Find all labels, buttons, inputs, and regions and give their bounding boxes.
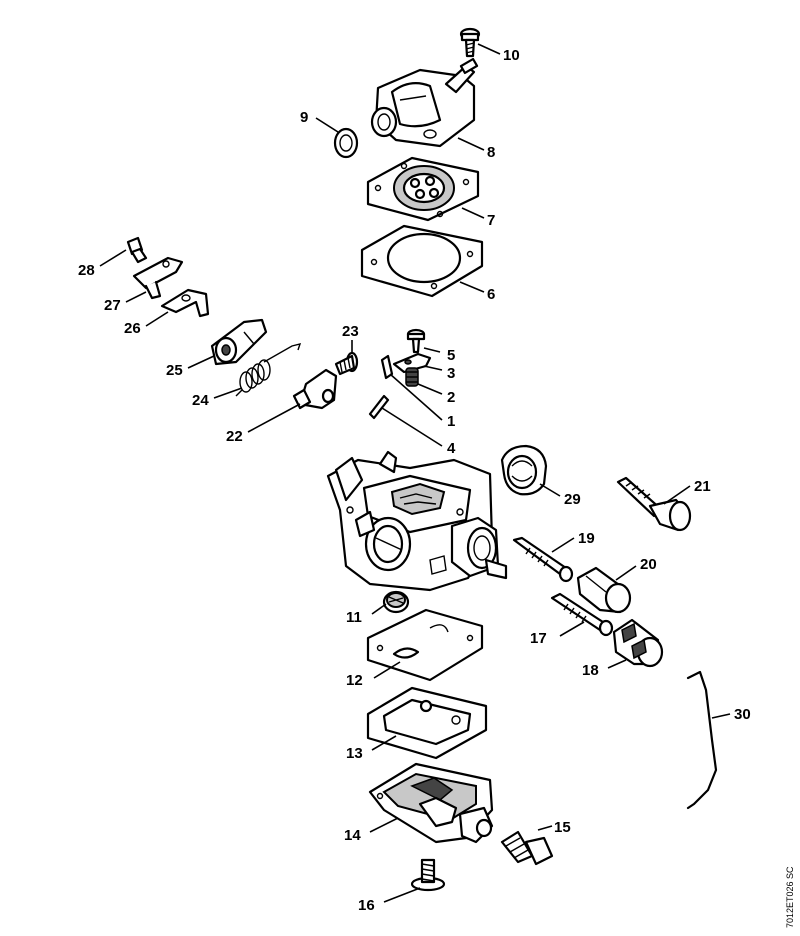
part-28-screw <box>126 236 148 264</box>
part-18-cap <box>612 618 664 668</box>
part-17-needle <box>550 592 614 637</box>
part-15-screw <box>500 830 554 866</box>
callout-25: 25 <box>166 362 183 379</box>
callout-29: 29 <box>564 491 581 508</box>
part-8-pump-cover <box>370 57 479 148</box>
callout-23: 23 <box>342 323 359 340</box>
callout-21: 21 <box>694 478 711 495</box>
callout-7: 7 <box>487 212 495 229</box>
part-6-gasket <box>360 224 484 298</box>
callout-4: 4 <box>447 440 456 457</box>
callout-27: 27 <box>104 297 121 314</box>
callout-24: 24 <box>192 392 209 409</box>
part-20-cap <box>576 566 632 614</box>
callout-15: 15 <box>554 819 571 836</box>
part-30-rod <box>686 670 718 810</box>
callout-11: 11 <box>346 609 362 626</box>
callout-2: 2 <box>447 389 455 406</box>
part-24-spring <box>235 343 302 397</box>
part-9-o-ring <box>333 127 359 159</box>
callout-1: 1 <box>447 413 455 430</box>
part-7-diaphragm <box>366 156 480 222</box>
part-27-lever <box>132 256 184 300</box>
part-5-screw <box>406 328 426 354</box>
callout-30: 30 <box>734 706 751 723</box>
callout-10: 10 <box>503 47 520 64</box>
callout-5: 5 <box>447 347 455 364</box>
part-29-ring <box>500 444 548 496</box>
callout-3: 3 <box>447 365 455 382</box>
callout-18: 18 <box>582 662 599 679</box>
part-13-gasket <box>366 686 488 760</box>
part-16-screw <box>410 858 446 892</box>
callout-22: 22 <box>226 428 243 445</box>
leader-lines <box>99 43 731 903</box>
part-11-filter-screen <box>382 590 410 614</box>
part-4-shaft <box>368 394 390 420</box>
part-19-needle <box>512 536 574 583</box>
part-10-screw <box>459 27 481 58</box>
callout-26: 26 <box>124 320 141 337</box>
callout-9: 9 <box>300 109 308 126</box>
part-22-shaft-lever <box>292 368 338 410</box>
part-1-inlet-needle <box>380 354 394 380</box>
callout-8: 8 <box>487 144 495 161</box>
drawing-code: 7012ET026 SC <box>785 866 795 928</box>
part-14-cover <box>368 762 494 844</box>
callout-17: 17 <box>530 630 547 647</box>
callout-6: 6 <box>487 286 495 303</box>
part-12-diaphragm <box>366 608 484 682</box>
callout-20: 20 <box>640 556 657 573</box>
callout-12: 12 <box>346 672 363 689</box>
callout-19: 19 <box>578 530 595 547</box>
callout-14: 14 <box>344 827 361 844</box>
part-23-screw <box>334 351 359 376</box>
part-3-needle-lever <box>392 352 432 374</box>
callout-labels: 10 8 9 7 6 28 27 26 25 24 22 23 5 3 2 1 … <box>78 47 751 914</box>
carburetor-body <box>326 450 508 592</box>
callout-28: 28 <box>78 262 95 279</box>
part-25-choke-lever <box>210 318 268 366</box>
part-21-adjusting-screw <box>616 476 692 532</box>
callout-13: 13 <box>346 745 363 762</box>
part-2-spring <box>405 367 419 387</box>
part-26-plate <box>160 288 210 318</box>
callout-16: 16 <box>358 897 375 914</box>
